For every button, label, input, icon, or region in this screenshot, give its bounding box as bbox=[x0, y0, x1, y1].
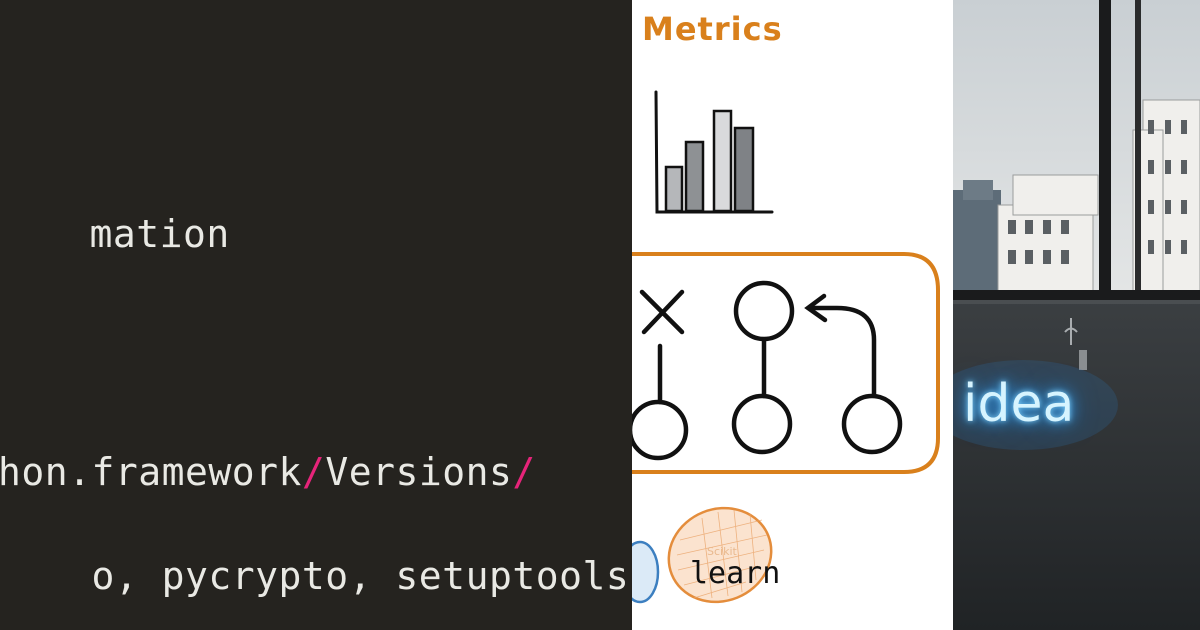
scikit-sublabel: Scikit bbox=[707, 545, 737, 558]
terminal-line-1-text: mation bbox=[89, 212, 230, 256]
photo-panel: idea bbox=[953, 0, 1200, 630]
path-separator: / bbox=[301, 450, 326, 494]
sketch-bar bbox=[684, 140, 705, 213]
scikit-learn-logo bbox=[632, 506, 773, 604]
sketch-panel: Metrics bbox=[632, 0, 953, 630]
orange-frame bbox=[632, 252, 940, 474]
terminal-panel: mation hon.framework/Versions/ o, pycryp… bbox=[0, 0, 632, 630]
terminal-line-2: hon.framework/Versions/ bbox=[0, 450, 536, 494]
bar-chart-sketch-icon bbox=[654, 90, 774, 214]
neon-sign-text: idea bbox=[963, 374, 1075, 434]
terminal-line-3: o, pycrypto, setuptools bbox=[0, 510, 629, 630]
terminal-line-2-prefix: hon.framework bbox=[0, 450, 302, 494]
terminal-line-1: mation bbox=[0, 168, 230, 300]
decision-flow-sketch-icon bbox=[632, 280, 903, 461]
sketch-bar bbox=[733, 126, 755, 213]
sketch-bar bbox=[664, 165, 684, 213]
terminal-line-3-text: o, pycrypto, setuptools bbox=[91, 554, 630, 598]
terminal-line-2-middle: Versions bbox=[325, 450, 513, 494]
path-separator: / bbox=[512, 450, 536, 494]
learn-label: learn bbox=[690, 556, 781, 591]
metrics-title: Metrics bbox=[642, 10, 783, 48]
sketch-bar bbox=[712, 109, 733, 213]
sketch-drawing bbox=[632, 90, 940, 604]
office-photo bbox=[953, 0, 1200, 630]
